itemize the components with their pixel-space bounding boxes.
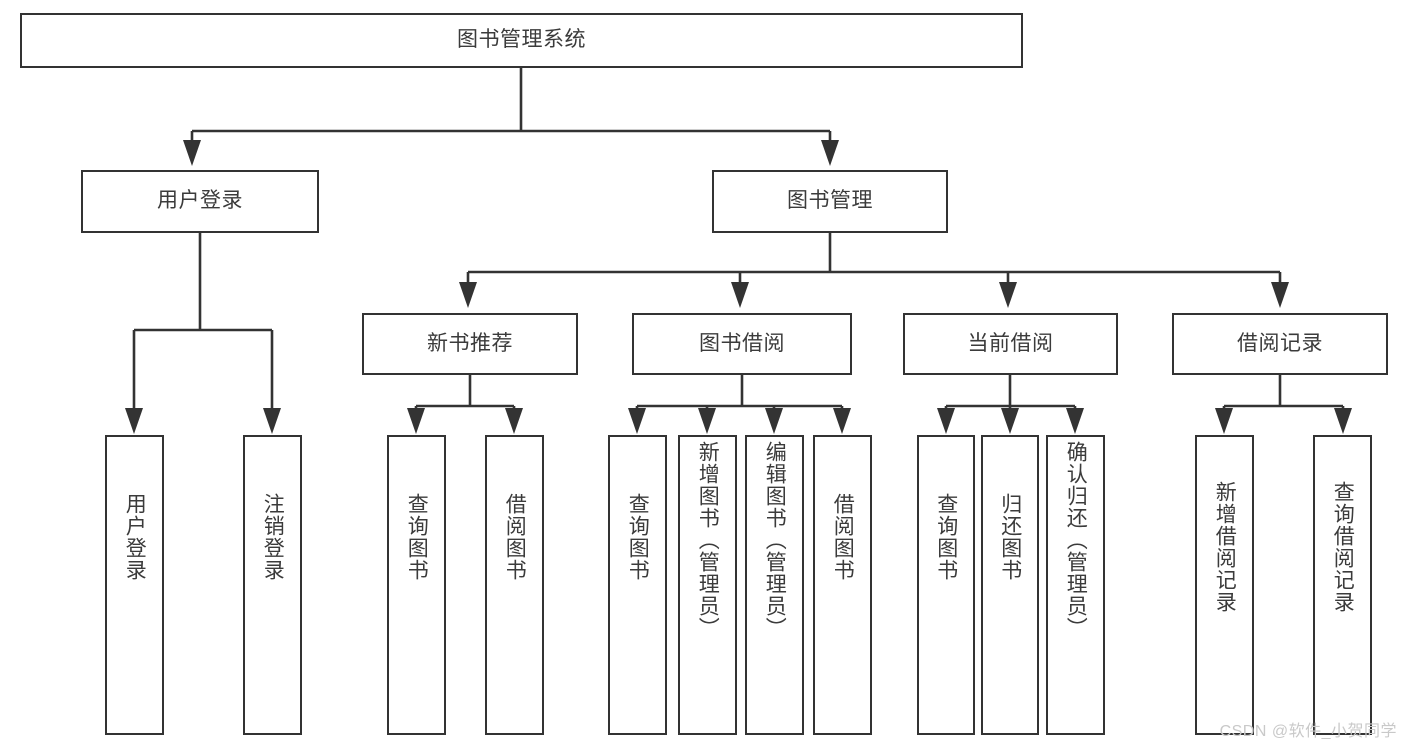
csdn-watermark: CSDN @软件_小贺同学 (1219, 723, 1397, 740)
leaf-borrow-edit-book-admin[interactable]: 编辑图书（管理员） (745, 435, 804, 735)
node-label: 图书借阅 (699, 331, 785, 355)
node-label: 注销登录 (261, 493, 285, 581)
node-label: 新增借阅记录 (1213, 481, 1237, 613)
node-label: 借阅图书 (503, 493, 527, 581)
leaf-record-query-record[interactable]: 查询借阅记录 (1313, 435, 1372, 735)
node-label: 查询图书 (934, 493, 958, 581)
node-label: 借阅图书 (831, 493, 855, 581)
node-label: 用户登录 (123, 493, 147, 581)
node-label: 借阅记录 (1237, 331, 1323, 355)
leaf-recommend-query-book[interactable]: 查询图书 (387, 435, 446, 735)
node-root-system[interactable]: 图书管理系统 (20, 13, 1023, 68)
leaf-recommend-borrow-book[interactable]: 借阅图书 (485, 435, 544, 735)
leaf-user-login-logout[interactable]: 注销登录 (243, 435, 302, 735)
node-label: 图书管理系统 (457, 28, 586, 52)
node-user-login[interactable]: 用户登录 (81, 170, 319, 233)
node-book-borrow[interactable]: 图书借阅 (632, 313, 852, 375)
node-book-management[interactable]: 图书管理 (712, 170, 948, 233)
leaf-borrow-add-book-admin[interactable]: 新增图书（管理员） (678, 435, 737, 735)
leaf-borrow-query-book[interactable]: 查询图书 (608, 435, 667, 735)
node-label: 确认归还（管理员） (1064, 441, 1088, 639)
leaf-current-confirm-return-admin[interactable]: 确认归还（管理员） (1046, 435, 1105, 735)
node-borrow-record[interactable]: 借阅记录 (1172, 313, 1388, 375)
node-label: 编辑图书（管理员） (763, 441, 787, 639)
node-label: 新书推荐 (427, 331, 513, 355)
node-label: 归还图书 (998, 493, 1022, 581)
node-label: 用户登录 (157, 189, 243, 213)
leaf-current-query-book[interactable]: 查询图书 (917, 435, 975, 735)
leaf-user-login-login[interactable]: 用户登录 (105, 435, 164, 735)
node-label: 查询图书 (626, 493, 650, 581)
node-label: 图书管理 (787, 189, 873, 213)
node-current-borrow[interactable]: 当前借阅 (903, 313, 1118, 375)
node-new-book-recommend[interactable]: 新书推荐 (362, 313, 578, 375)
leaf-borrow-borrow-book[interactable]: 借阅图书 (813, 435, 872, 735)
leaf-current-return-book[interactable]: 归还图书 (981, 435, 1039, 735)
node-label: 查询图书 (405, 493, 429, 581)
node-label: 查询借阅记录 (1331, 481, 1355, 613)
node-label: 新增图书（管理员） (696, 441, 720, 639)
leaf-record-add-record[interactable]: 新增借阅记录 (1195, 435, 1254, 735)
node-label: 当前借阅 (967, 331, 1054, 355)
